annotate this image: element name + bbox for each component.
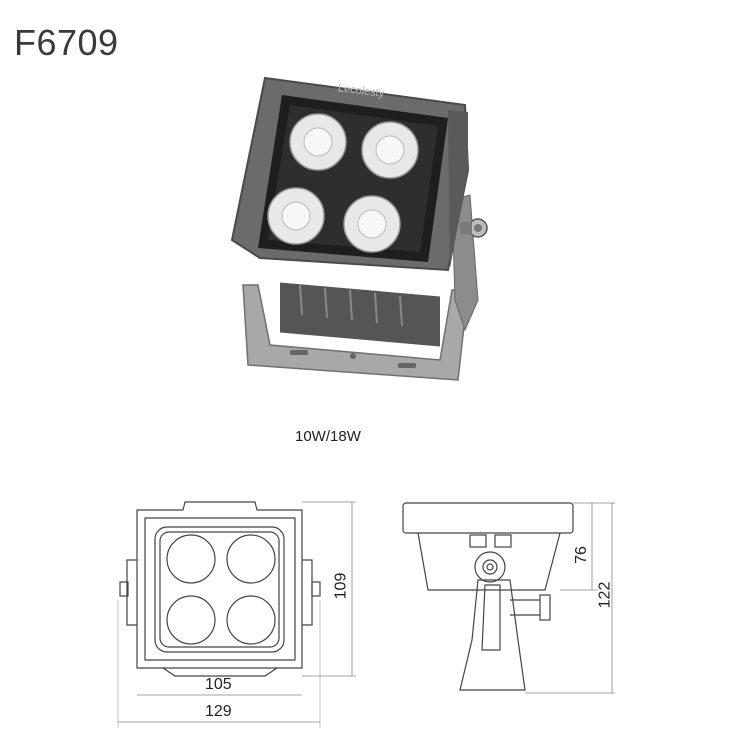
dim-side-body-height: 76 [572,546,590,564]
mounting-bracket [242,194,488,381]
dim-front-height: 109 [332,572,350,600]
power-rating: 10W/18W [295,428,361,445]
front-view [117,501,356,728]
side-view [402,502,615,694]
led-lenses [267,113,419,253]
dim-inner-width: 105 [205,676,232,693]
dim-side-total-height: 122 [596,581,614,609]
dim-outer-width: 129 [205,703,232,720]
model-title: F6709 [14,22,119,63]
heat-fins [280,282,440,347]
brand-logo: Lecolesty [337,82,385,100]
